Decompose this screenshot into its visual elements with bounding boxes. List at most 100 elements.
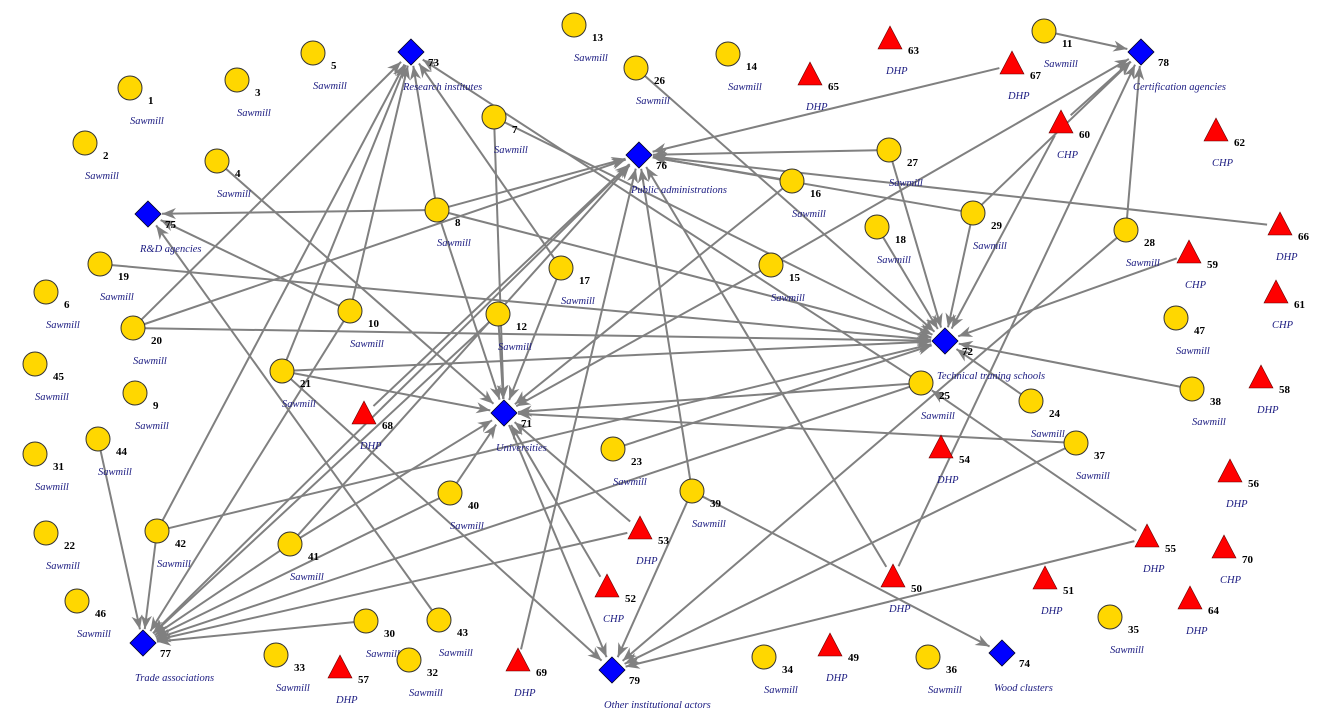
node-id-label: 56	[1248, 478, 1260, 490]
edge-69-76	[520, 168, 638, 650]
energy-plant-triangle-icon	[1032, 565, 1058, 590]
node-75[interactable]: 75R&D agencies	[134, 200, 202, 255]
edge-23-72	[624, 344, 932, 447]
node-type-label: DHP	[1256, 405, 1279, 416]
edge-40-77	[155, 497, 440, 638]
node-id-label: 79	[629, 675, 641, 687]
node-id-label: 57	[358, 674, 370, 686]
node-id-label: 75	[165, 219, 177, 231]
node-id-label: 50	[911, 583, 923, 595]
energy-plant-triangle-icon	[1217, 458, 1243, 483]
node-type-label: Sawmill	[35, 392, 69, 403]
energy-plant-triangle-icon	[817, 632, 843, 657]
node-type-label: Sawmill	[366, 649, 400, 660]
sawmill-circle-icon	[72, 130, 98, 156]
edge-28-79	[621, 237, 1118, 662]
node-type-label: Sawmill	[877, 255, 911, 266]
node-id-label: 32	[427, 667, 439, 679]
sawmill-circle-icon	[1063, 430, 1089, 456]
node-type-label: Sawmill	[1126, 258, 1160, 269]
sawmill-circle-icon	[337, 298, 363, 324]
node-type-label: Public administrations	[630, 185, 727, 196]
